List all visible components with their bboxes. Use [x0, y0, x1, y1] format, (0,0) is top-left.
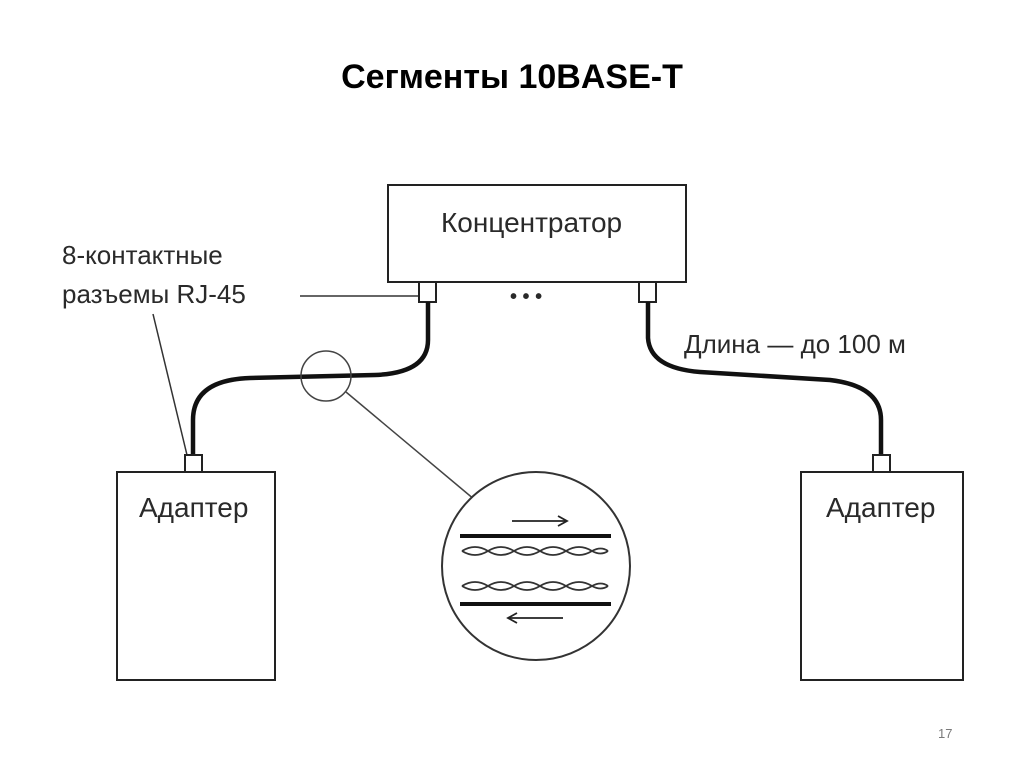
connector-label-line2: разъемы RJ-45	[62, 279, 246, 309]
adapter-right-label: Адаптер	[826, 492, 935, 523]
magnifier-small-circle	[300, 350, 352, 402]
hub-label: Концентратор	[441, 207, 622, 238]
adapter-right-port	[872, 454, 891, 473]
slide-title: Сегменты 10BASE-T	[341, 58, 683, 96]
cable-left	[190, 302, 431, 455]
twisted-pair-lower	[461, 581, 609, 591]
adapter-left-port	[184, 454, 203, 473]
hub-box	[387, 184, 687, 283]
hub-port-right	[638, 281, 657, 303]
page-number: 17	[938, 726, 953, 741]
adapter-left-label: Адаптер	[139, 492, 248, 523]
adapter-left-box	[116, 471, 276, 681]
cable-right	[645, 302, 884, 455]
twisted-pair-upper	[461, 546, 609, 556]
magnifier-large-circle	[441, 471, 631, 661]
adapter-right-box	[800, 471, 964, 681]
connector-label-line1: 8-контактные	[62, 240, 223, 270]
hub-port-left	[418, 281, 437, 303]
magnifier-leader-line	[345, 391, 476, 501]
connector-leader-line-adapter	[152, 313, 188, 456]
arrow-right-icon	[512, 515, 569, 527]
cable-length-label: Длина — до 100 м	[684, 329, 906, 359]
ports-ellipsis: • • •	[510, 286, 542, 308]
arrow-left-icon	[506, 612, 563, 624]
